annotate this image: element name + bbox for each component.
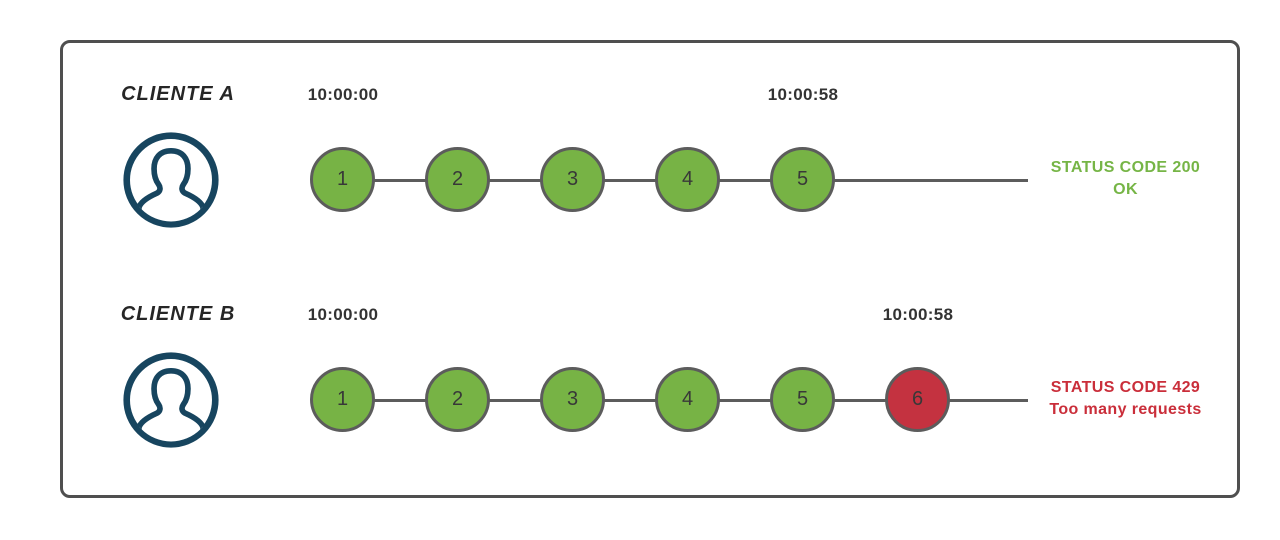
status-text-line: Too many requests [1049, 401, 1202, 418]
request-number: 5 [796, 168, 809, 190]
end-time-label: 10:00:58 [882, 305, 954, 324]
request-circle-blocked: 6 [885, 367, 950, 432]
request-circle: 3 [540, 147, 605, 212]
person-icon [122, 351, 220, 449]
request-number: 2 [451, 168, 464, 190]
request-number: 5 [796, 388, 809, 410]
status-label-ok: STATUS CODE 200 OK [1013, 157, 1238, 201]
status-label-error: STATUS CODE 429 Too many requests [1013, 377, 1238, 421]
client-b-row: CLIENTE B 10:00:00 10:00:58 1 2 3 4 5 6 [63, 300, 1243, 515]
request-circle: 2 [425, 367, 490, 432]
status-text-line: OK [1113, 181, 1138, 198]
request-circle: 1 [310, 147, 375, 212]
request-circle: 5 [770, 147, 835, 212]
request-circle: 4 [655, 147, 720, 212]
start-time-label: 10:00:00 [307, 85, 379, 104]
request-number: 6 [911, 388, 924, 410]
client-a-label: CLIENTE A [121, 83, 235, 105]
status-code-line: STATUS CODE 429 [1050, 379, 1201, 396]
diagram-frame: CLIENTE A 10:00:00 10:00:58 1 2 3 4 5 ST… [60, 40, 1240, 498]
request-circle: 1 [310, 367, 375, 432]
request-circle: 3 [540, 367, 605, 432]
person-icon [122, 131, 220, 229]
request-circle: 2 [425, 147, 490, 212]
request-circle: 5 [770, 367, 835, 432]
client-b-label: CLIENTE B [120, 303, 236, 325]
request-number: 4 [681, 168, 694, 190]
request-number: 1 [336, 168, 349, 190]
client-a-row: CLIENTE A 10:00:00 10:00:58 1 2 3 4 5 ST… [63, 80, 1243, 295]
request-number: 3 [566, 168, 579, 190]
request-number: 2 [451, 388, 464, 410]
request-number: 4 [681, 388, 694, 410]
request-number: 1 [336, 388, 349, 410]
request-circle: 4 [655, 367, 720, 432]
end-time-label: 10:00:58 [767, 85, 839, 104]
start-time-label: 10:00:00 [307, 305, 379, 324]
request-number: 3 [566, 388, 579, 410]
status-code-line: STATUS CODE 200 [1050, 159, 1201, 176]
